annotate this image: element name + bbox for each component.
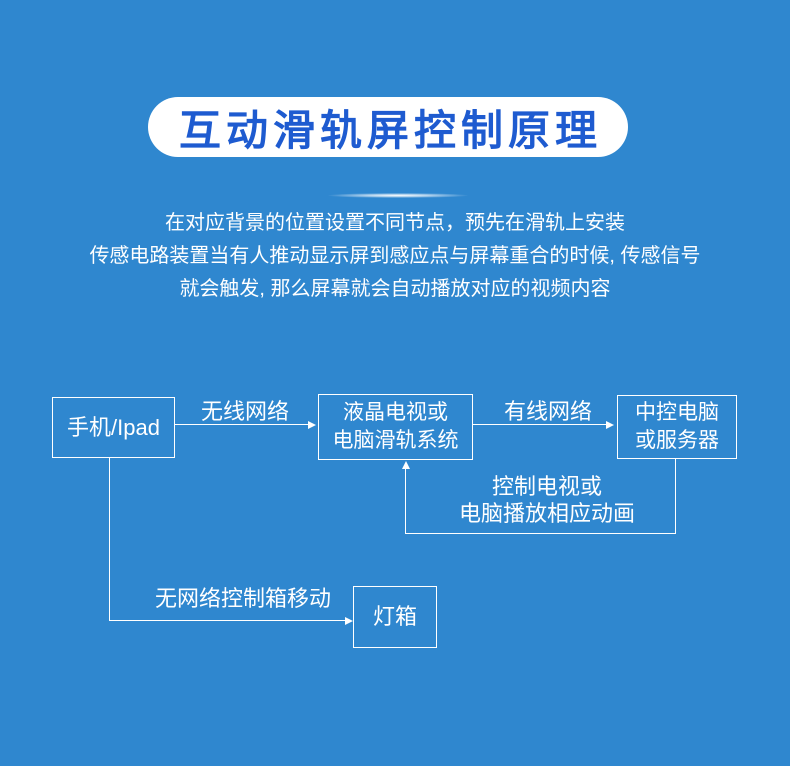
edge-wireless-label: 无线网络 [200,399,289,424]
edge-wired-line [473,424,606,425]
page-title: 互动滑轨屏控制原理 [178,106,602,154]
node-lcd-tv-rail-system: 液晶电视或 电脑滑轨系统 [318,394,473,460]
node-central-computer-server-label-line1: 中控电脑 [635,401,719,424]
node-central-computer-server: 中控电脑 或服务器 [617,395,737,459]
node-central-computer-server-label-line2: 或服务器 [635,429,719,452]
node-lcd-tv-rail-system-label-line2: 电脑滑轨系统 [332,429,459,452]
title-banner: 互动滑轨屏控制原理 [148,97,628,157]
edge-feedback-line-down [675,459,676,533]
node-phone-ipad: 手机/Ipad [52,397,175,458]
edge-no-network-arrowhead [345,616,353,625]
edge-no-network-label: 无网络控制箱移动 [154,586,331,611]
edge-wireless-arrowhead [308,420,316,429]
edge-feedback-line-up [405,467,406,533]
description-line-1: 在对应背景的位置设置不同节点，预先在滑轨上安装 [165,212,625,234]
description-line-3: 就会触发, 那么屏幕就会自动播放对应的视频内容 [179,278,611,300]
description-line-2: 传感电路装置当有人推动显示屏到感应点与屏幕重合的时候, 传感信号 [89,245,701,267]
edge-feedback-line-across [405,533,676,534]
node-phone-ipad-label: 手机/Ipad [67,414,160,440]
edge-wireless-line [175,424,308,425]
edge-feedback-arrowhead [401,461,410,469]
edge-no-network-line-down [109,458,110,620]
node-lightbox: 灯箱 [353,586,437,648]
description-paragraph: 在对应背景的位置设置不同节点，预先在滑轨上安装 传感电路装置当有人推动显示屏到感… [0,207,790,306]
node-lightbox-label: 灯箱 [372,604,417,629]
light-streak-decoration [328,193,468,198]
edge-no-network-line-across [109,620,345,621]
edge-feedback-label-line1: 控制电视或 [491,474,602,499]
edge-feedback-label: 控制电视或 电脑播放相应动画 [416,473,678,527]
node-lcd-tv-rail-system-label-line1: 液晶电视或 [343,401,448,424]
edge-feedback-label-line2: 电脑播放相应动画 [458,501,635,526]
edge-wired-label: 有线网络 [503,399,592,424]
edge-wired-arrowhead [606,420,614,429]
